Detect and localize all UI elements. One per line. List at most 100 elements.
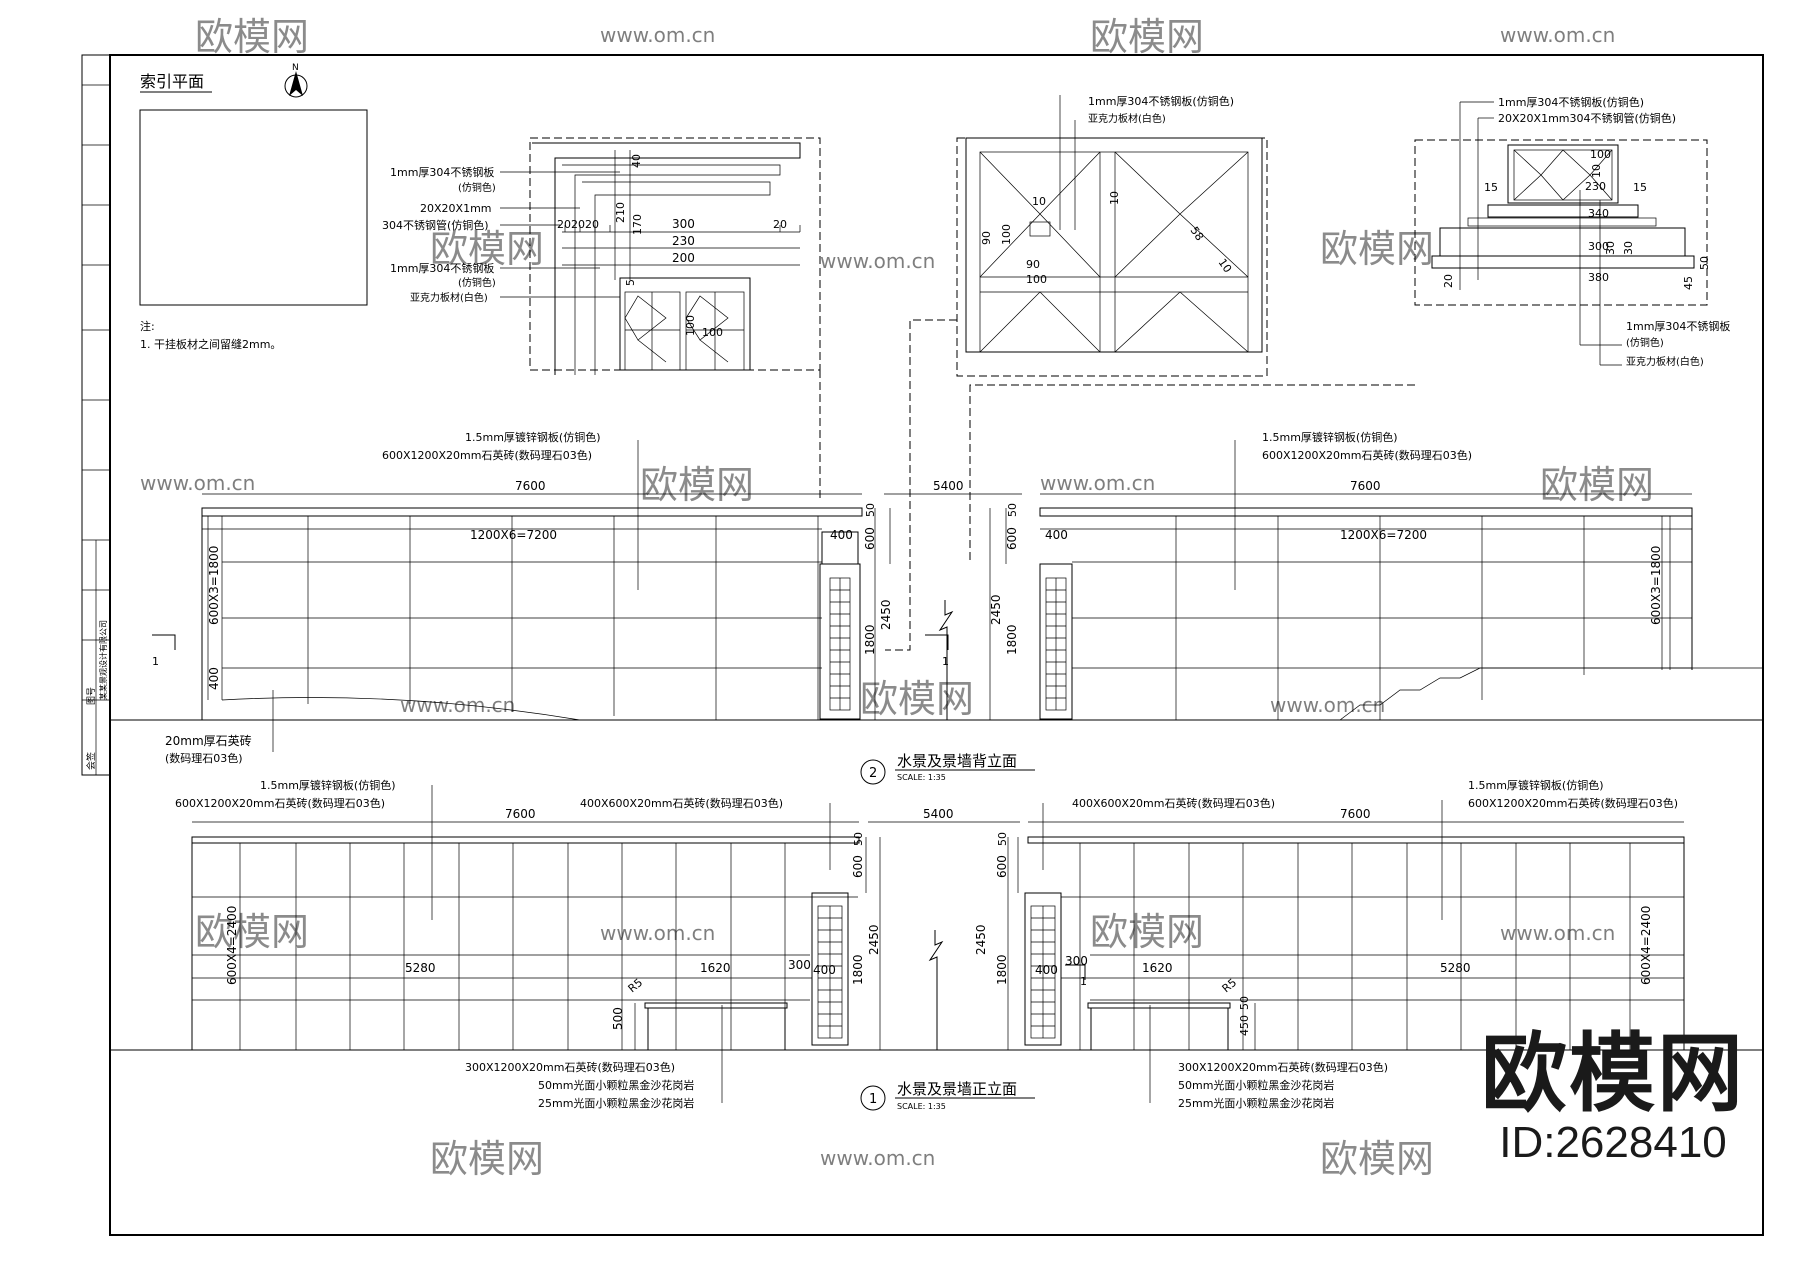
svg-text:1: 1 [1080, 975, 1087, 988]
watermark-logo: 欧模网 [1540, 463, 1654, 507]
svg-text:600X1200X20mm石英砖(数码理石03色): 600X1200X20mm石英砖(数码理石03色) [1262, 448, 1472, 462]
svg-text:2450: 2450 [867, 924, 881, 955]
svg-text:(数码理石03色): (数码理石03色) [165, 751, 243, 765]
svg-text:7600: 7600 [515, 479, 546, 493]
svg-text:600X4=2400: 600X4=2400 [225, 906, 239, 985]
watermark-url: www.om.cn [600, 921, 715, 945]
svg-text:SCALE: 1:35: SCALE: 1:35 [897, 1102, 946, 1111]
watermark-url: www.om.cn [600, 23, 715, 47]
svg-text:1800: 1800 [863, 624, 877, 655]
index-plan: 索引平面 N 注: 1. 干挂板材之间留缝2mm。 [139, 63, 368, 351]
svg-text:90: 90 [980, 231, 993, 245]
watermark-logo: 欧模网 [1090, 910, 1204, 954]
svg-text:20X20X1mm304不锈钢管(仿铜色): 20X20X1mm304不锈钢管(仿铜色) [1498, 111, 1676, 125]
svg-text:300: 300 [1065, 954, 1088, 968]
svg-text:600: 600 [995, 855, 1009, 878]
svg-text:400: 400 [830, 528, 853, 542]
svg-text:210: 210 [614, 202, 627, 223]
sidebar-text: 某某景观设计有限公司 [98, 620, 108, 700]
svg-text:N: N [292, 63, 299, 73]
svg-text:30: 30 [1604, 241, 1617, 255]
svg-text:10: 10 [1590, 164, 1603, 178]
index-plan-title: 索引平面 [140, 72, 204, 91]
elevation-1-title: 水景及景墙正立面 [897, 1080, 1017, 1098]
svg-text:600X1200X20mm石英砖(数码理石03色): 600X1200X20mm石英砖(数码理石03色) [382, 448, 592, 462]
svg-text:380: 380 [1588, 271, 1609, 284]
svg-text:45: 45 [1682, 276, 1695, 290]
svg-text:50: 50 [864, 503, 877, 517]
svg-text:600X3=1800: 600X3=1800 [1649, 546, 1663, 625]
svg-text:100: 100 [1026, 273, 1047, 286]
svg-text:2450: 2450 [974, 924, 988, 955]
svg-text:50mm光面小颗粒黑金沙花岗岩: 50mm光面小颗粒黑金沙花岗岩 [538, 1078, 694, 1092]
svg-text:1800: 1800 [851, 954, 865, 985]
svg-text:20: 20 [571, 218, 585, 231]
svg-text:400: 400 [1035, 963, 1058, 977]
brand-watermark: 欧模网 ID:2628410 [1481, 1031, 1745, 1170]
watermark-logo: 欧模网 [430, 227, 544, 271]
svg-text:1.5mm厚镀锌钢板(仿铜色): 1.5mm厚镀锌钢板(仿铜色) [1468, 778, 1604, 792]
svg-text:20X20X1mm: 20X20X1mm [420, 202, 492, 215]
svg-text:2450: 2450 [879, 599, 893, 630]
svg-text:304不锈钢管(仿铜色): 304不锈钢管(仿铜色) [382, 218, 489, 232]
svg-text:1200X6=7200: 1200X6=7200 [470, 528, 557, 542]
svg-text:50: 50 [1006, 503, 1019, 517]
svg-text:58: 58 [1188, 224, 1207, 243]
watermark-logo: 欧模网 [195, 15, 309, 59]
brand-logo: 欧模网 [1481, 1024, 1745, 1125]
section-mark [1065, 964, 1086, 980]
svg-text:50mm光面小颗粒黑金沙花岗岩: 50mm光面小颗粒黑金沙花岗岩 [1178, 1078, 1334, 1092]
svg-text:5280: 5280 [1440, 961, 1471, 975]
watermark-logo: 欧模网 [430, 1137, 544, 1181]
svg-text:20mm厚石英砖: 20mm厚石英砖 [165, 733, 252, 748]
svg-text:15: 15 [1633, 181, 1647, 194]
watermark-url: www.om.cn [1040, 471, 1155, 495]
svg-text:10: 10 [1216, 256, 1235, 275]
watermark-url: www.om.cn [1500, 23, 1615, 47]
svg-text:1mm厚304不锈钢板: 1mm厚304不锈钢板 [390, 165, 494, 179]
index-plan-box [139, 109, 368, 306]
detail-2: 1mm厚304不锈钢板(仿铜色) 亚克力板材(白色) 90 100 10 10 … [956, 94, 1268, 377]
svg-text:5400: 5400 [923, 807, 954, 821]
svg-text:600X3=1800: 600X3=1800 [207, 546, 221, 625]
svg-text:600: 600 [851, 855, 865, 878]
svg-text:100: 100 [1000, 224, 1013, 245]
svg-text:600X1200X20mm石英砖(数码理石03色): 600X1200X20mm石英砖(数码理石03色) [175, 796, 385, 810]
watermark-logo: 欧模网 [1090, 15, 1204, 59]
bench-left [644, 1002, 788, 1009]
watermark-logo: 欧模网 [640, 463, 754, 507]
sidebar-text: 会签 [85, 752, 97, 770]
svg-text:300: 300 [1588, 240, 1609, 253]
svg-text:600: 600 [863, 527, 877, 550]
svg-text:1800: 1800 [1005, 624, 1019, 655]
svg-text:R5: R5 [1220, 976, 1240, 995]
svg-text:100: 100 [1590, 148, 1611, 161]
watermark-logo: 欧模网 [860, 677, 974, 721]
svg-text:1.5mm厚镀锌钢板(仿铜色): 1.5mm厚镀锌钢板(仿铜色) [465, 430, 601, 444]
svg-text:1.5mm厚镀锌钢板(仿铜色): 1.5mm厚镀锌钢板(仿铜色) [260, 778, 396, 792]
svg-text:(仿铜色): (仿铜色) [458, 276, 496, 289]
watermark-url: www.om.cn [820, 249, 935, 273]
elevation-2-title: 水景及景墙背立面 [897, 752, 1017, 770]
svg-text:20: 20 [585, 218, 599, 231]
svg-text:5: 5 [624, 279, 637, 286]
svg-text:1200X6=7200: 1200X6=7200 [1340, 528, 1427, 542]
svg-text:500: 500 [611, 1007, 625, 1030]
svg-text:300: 300 [788, 958, 811, 972]
svg-text:亚克力板材(白色): 亚克力板材(白色) [1626, 355, 1704, 368]
watermark-url: www.om.cn [140, 471, 255, 495]
svg-text:340: 340 [1588, 207, 1609, 220]
svg-text:100: 100 [702, 326, 723, 339]
svg-text:R5: R5 [626, 976, 646, 995]
notes-title: 注: [140, 319, 155, 333]
bench-right [1087, 1002, 1231, 1009]
svg-text:1: 1 [152, 655, 159, 668]
svg-text:600: 600 [1005, 527, 1019, 550]
svg-text:300X1200X20mm石英砖(数码理石03色): 300X1200X20mm石英砖(数码理石03色) [1178, 1060, 1388, 1074]
svg-text:25mm光面小颗粒黑金沙花岗岩: 25mm光面小颗粒黑金沙花岗岩 [538, 1096, 694, 1110]
watermark-url: www.om.cn [820, 1146, 935, 1170]
svg-text:400: 400 [1045, 528, 1068, 542]
svg-text:50: 50 [852, 832, 865, 846]
svg-text:(仿铜色): (仿铜色) [458, 181, 496, 194]
svg-text:400X600X20mm石英砖(数码理石03色): 400X600X20mm石英砖(数码理石03色) [580, 796, 783, 810]
